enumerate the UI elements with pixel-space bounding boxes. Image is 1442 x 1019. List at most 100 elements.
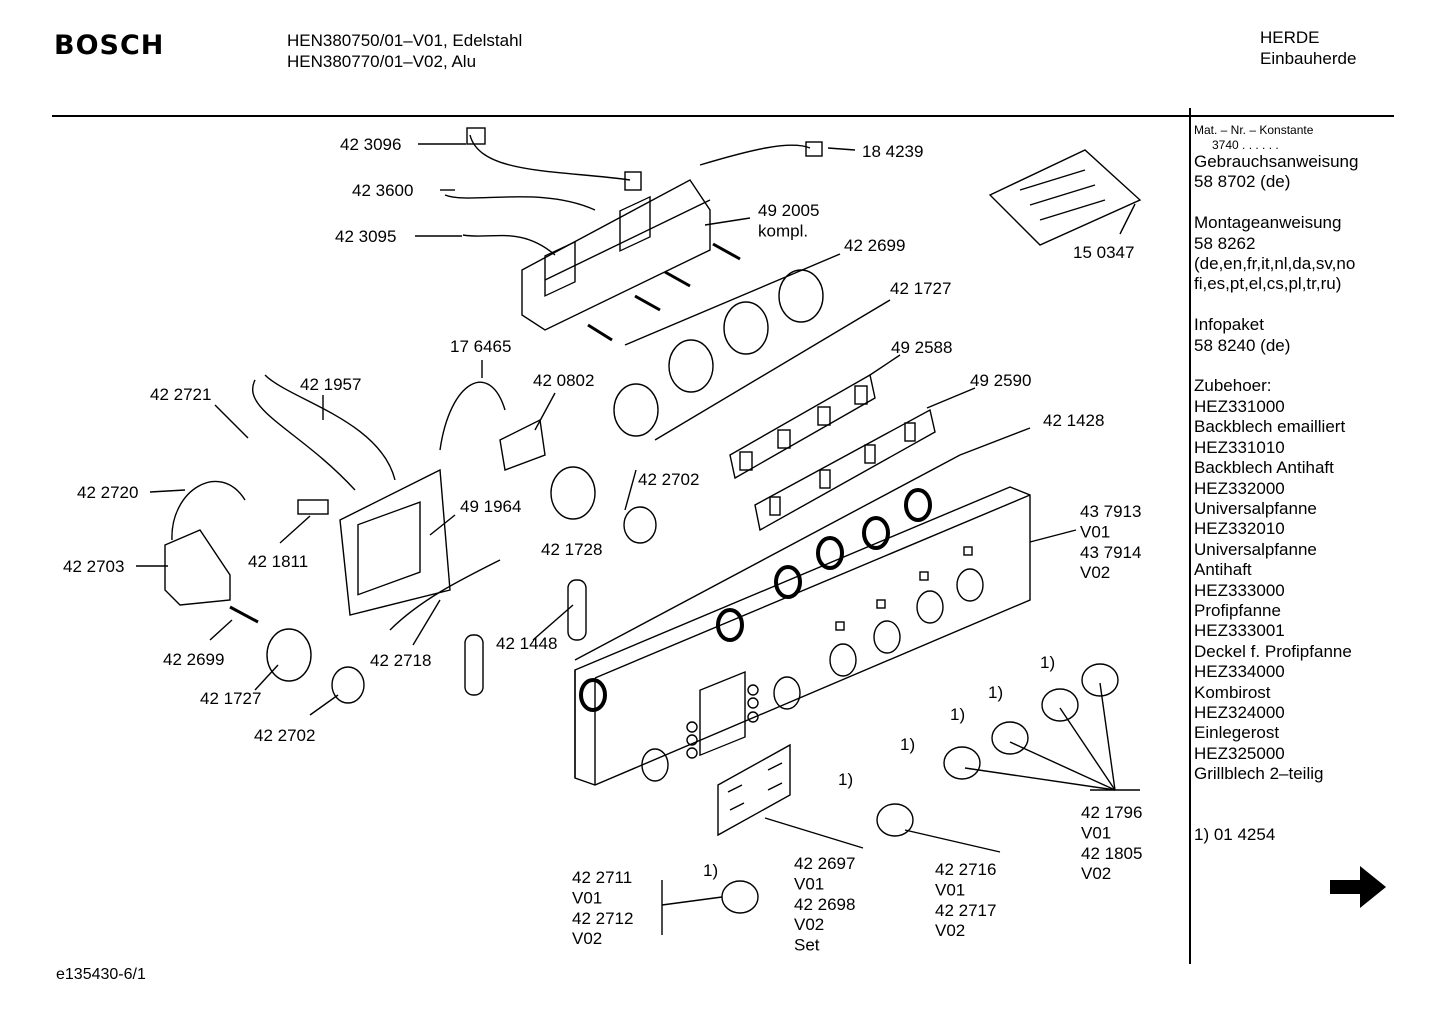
sidebar-line: [1194, 805, 1394, 825]
part-label-line: 49 2590: [970, 371, 1031, 390]
sidebar-info: Mat. – Nr. – Konstante 3740 . . . . . . …: [1194, 123, 1394, 846]
part-label-line: 42 1727: [200, 689, 261, 708]
part-label: 42 2702: [254, 726, 315, 745]
sidebar-line: HEZ332010: [1194, 519, 1285, 539]
sidebar-line: HEZ325000: [1194, 743, 1285, 763]
part-label-line: 42 2697: [794, 854, 855, 873]
sidebar-line: Grillblech 2–teilig: [1194, 764, 1324, 784]
part-label-line: 42 1727: [890, 279, 951, 298]
sidebar-line: Deckel f. Profipfanne: [1194, 641, 1352, 661]
part-label: 49 2590: [970, 371, 1031, 390]
part-label-line: kompl.: [758, 221, 808, 240]
part-label-line: 42 2721: [150, 385, 211, 404]
part-label-line: 42 1796: [1081, 803, 1142, 822]
exploded-view-diagram: 42 3096 18 4239 42 3600 42 3095 49 2005k…: [63, 127, 1142, 955]
footnote-mark: 1): [1040, 653, 1055, 672]
document-id: e135430-6/1: [56, 966, 146, 983]
part-label: 42 1727: [890, 279, 951, 298]
part-label: 42 2720: [77, 483, 138, 502]
sidebar-line: HEZ333000: [1194, 580, 1285, 600]
part-label: 15 0347: [1073, 243, 1134, 262]
part-label-line: 42 1728: [541, 540, 602, 559]
part-label-line: 42 2716: [935, 860, 996, 879]
part-label: 42 3095: [335, 227, 396, 246]
part-label: 42 1811: [248, 552, 308, 571]
part-label-line: V02: [1081, 864, 1111, 883]
part-label: 42 2699: [163, 650, 224, 669]
part-label-line: 42 1811: [248, 552, 308, 571]
part-label-line: Set: [794, 936, 820, 955]
screws-set: [717, 743, 791, 837]
part-label-line: V01: [935, 880, 965, 899]
part-label-line: 42 2698: [794, 895, 855, 914]
shafts: [229, 242, 741, 624]
category-sub: Einbauherde: [1260, 49, 1357, 68]
sidebar-line: Backblech emailliert: [1194, 417, 1346, 437]
arrow-right-icon[interactable]: [1330, 866, 1386, 908]
circuit-board-492590: [754, 408, 936, 532]
part-label: 42 2703: [63, 557, 124, 576]
mat-label: Mat. – Nr. – Konstante: [1194, 123, 1314, 137]
part-label-line: 42 3096: [340, 135, 401, 154]
sidebar-line: [1194, 785, 1394, 805]
switch-module: [521, 179, 711, 331]
part-label-line: 49 2588: [891, 338, 952, 357]
part-label-line: 42 0802: [533, 371, 594, 390]
part-label-line: 15 0347: [1073, 243, 1134, 262]
sidebar-line: Universalpfanne: [1194, 539, 1317, 559]
sidebar-line: Montageanweisung: [1194, 213, 1342, 233]
part-label: 42 2699: [844, 236, 905, 255]
model-list: HEN380750/01–V01, Edelstahl HEN380770/01…: [287, 30, 522, 72]
sidebar-line: HEZ331010: [1194, 437, 1285, 457]
sidebar-line: [1194, 295, 1394, 315]
screws-bag: [988, 149, 1142, 246]
footnote-mark: 1): [703, 861, 718, 880]
part-label-line: 42 1428: [1043, 411, 1104, 430]
sidebar-line: 58 8240 (de): [1194, 335, 1291, 355]
sidebar-line: Universalpfanne: [1194, 498, 1317, 518]
sidebar-line: HEZ333001: [1194, 621, 1285, 641]
part-label-line: 18 4239: [862, 142, 923, 161]
sidebar-line: HEZ324000: [1194, 702, 1285, 722]
side-board: [164, 374, 546, 631]
part-label-line: 49 2005: [758, 201, 819, 220]
part-label: 42 2721: [150, 385, 211, 404]
part-label: 42 0802: [533, 371, 594, 390]
part-label-line: V01: [794, 874, 824, 893]
sidebar-line: Infopaket: [1194, 315, 1264, 335]
part-label-line: V02: [572, 929, 602, 948]
part-label-line: 49 1964: [460, 497, 521, 516]
part-label-line: 42 3600: [352, 181, 413, 200]
part-label-line: 42 2702: [254, 726, 315, 745]
part-label-line: 42 3095: [335, 227, 396, 246]
part-label: 17 6465: [450, 337, 511, 356]
sidebar-line: fi,es,pt,el,cs,pl,tr,ru): [1194, 274, 1342, 294]
part-label: 42 1957: [300, 375, 361, 394]
sidebar-line: [1194, 356, 1394, 376]
part-label: 49 2588: [891, 338, 952, 357]
part-label: 49 1964: [460, 497, 521, 516]
sidebar-line: Backblech Antihaft: [1194, 458, 1334, 478]
part-label: 42 3600: [352, 181, 413, 200]
part-label: 42 3096: [340, 135, 401, 154]
sidebar-line: 1) 01 4254: [1194, 825, 1276, 845]
bezel-rings: [574, 427, 1031, 712]
part-label-line: V01: [1080, 522, 1110, 541]
header-divider: [52, 115, 1394, 117]
leader-lines: [136, 143, 1140, 935]
footnote-mark: 1): [838, 770, 853, 789]
model-line-1: HEN380750/01–V01, Edelstahl: [287, 31, 523, 50]
footnote-mark: 1): [900, 735, 915, 754]
mat-value: 3740 . . . . . .: [1212, 138, 1279, 152]
sidebar-line: 58 8702 (de): [1194, 172, 1291, 192]
category: HERDE Einbauherde: [1260, 27, 1356, 69]
part-label-line: 42 2699: [844, 236, 905, 255]
footnote-mark: 1): [988, 683, 1003, 702]
